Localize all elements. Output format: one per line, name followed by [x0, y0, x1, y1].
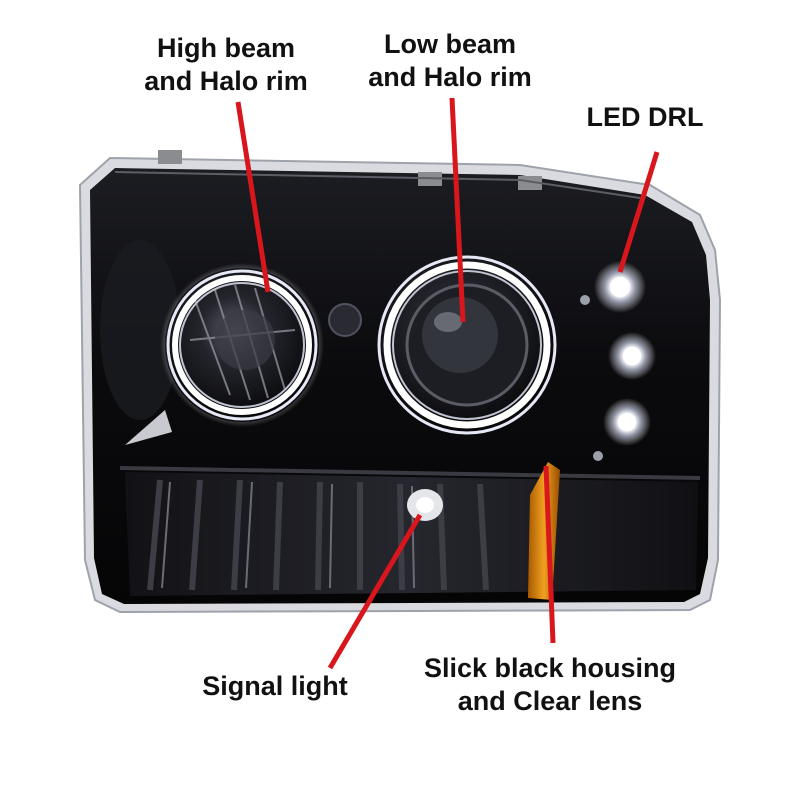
signal-light-label: Signal light	[202, 671, 348, 701]
pointer-lines	[235, 97, 660, 670]
led-drl-pointer	[617, 151, 660, 273]
low-beam-pointer	[449, 97, 466, 323]
housing-pointer	[543, 465, 556, 644]
high-beam-label: High beam and Halo rim	[136, 32, 316, 98]
housing-label-line1: Slick black housing	[423, 653, 677, 683]
low-beam-label: Low beam and Halo rim	[360, 28, 540, 94]
led-drl-label: LED DRL	[586, 102, 704, 132]
high-beam-label-line2: and Halo rim	[144, 66, 308, 96]
high-beam-halo-ring	[172, 275, 312, 415]
low-beam-projector	[377, 255, 557, 435]
low-beam-label-line1: Low beam	[383, 29, 517, 59]
housing-label-line2: and Clear lens	[457, 686, 643, 716]
cone-reflector	[125, 410, 172, 445]
low-beam-halo-ring	[383, 261, 551, 429]
housing-label: Slick black housing and Clear lens	[415, 652, 685, 718]
high-beam-pointer	[235, 101, 271, 293]
high-beam-label-line1: High beam	[156, 33, 296, 63]
led-drl-cluster	[580, 261, 656, 461]
mounting-tab	[158, 150, 182, 164]
high-beam-projector	[155, 258, 329, 432]
low-beam-label-line2: and Halo rim	[368, 62, 532, 92]
mounting-tab	[518, 176, 542, 190]
signal-light-pointer	[327, 513, 423, 670]
separator-bar	[119, 466, 701, 480]
